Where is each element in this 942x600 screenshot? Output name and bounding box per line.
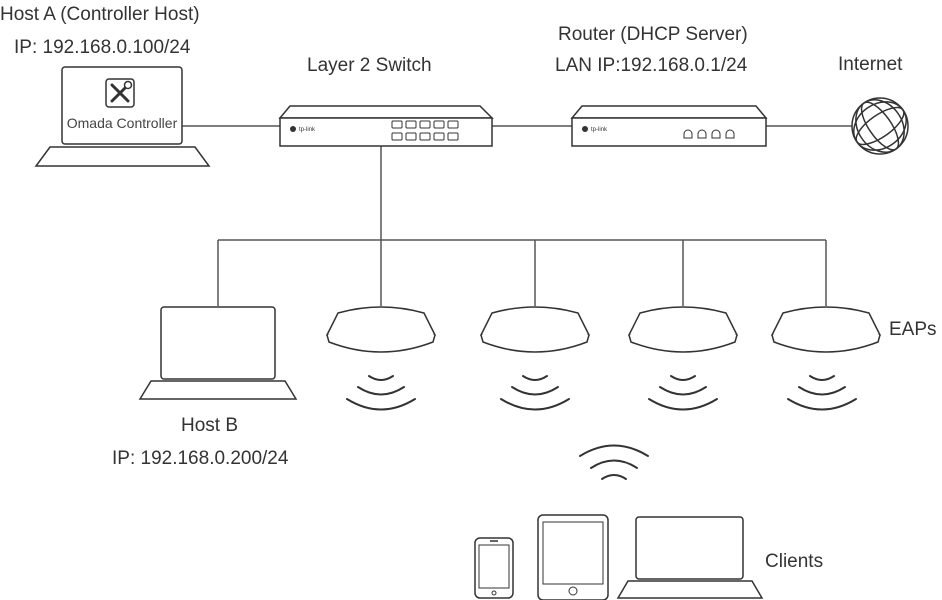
tablet-icon bbox=[537, 514, 609, 600]
laptop-icon bbox=[616, 516, 764, 599]
wifi-waves-icon bbox=[500, 375, 570, 411]
switch-icon: tp-link bbox=[278, 105, 494, 147]
clients-label: Clients bbox=[765, 551, 823, 572]
router-brand: tp-link bbox=[591, 127, 608, 133]
switch-title: Layer 2 Switch bbox=[307, 55, 432, 76]
access-point-icon bbox=[627, 306, 739, 353]
host-b-title: Host B bbox=[181, 415, 238, 436]
host-a-title: Host A (Controller Host) bbox=[0, 4, 200, 25]
host-a-ip: IP: 192.168.0.100/24 bbox=[14, 37, 191, 58]
router-title: Router (DHCP Server) bbox=[558, 24, 748, 45]
access-point-icon bbox=[325, 306, 437, 353]
eaps-label: EAPs bbox=[889, 319, 937, 340]
phone-icon bbox=[474, 537, 514, 599]
switch-ports bbox=[391, 120, 459, 141]
wifi-waves-icon bbox=[787, 375, 857, 411]
router-ip: LAN IP:192.168.0.1/24 bbox=[555, 55, 748, 76]
host-b-ip: IP: 192.168.0.200/24 bbox=[112, 448, 289, 469]
laptop-icon bbox=[138, 306, 298, 400]
wifi-waves-icon bbox=[579, 444, 649, 480]
laptop-icon: Omada Controller bbox=[34, 66, 211, 167]
switch-brand: tp-link bbox=[299, 127, 316, 133]
wifi-waves-icon bbox=[648, 375, 718, 411]
omada-controller-text: Omada Controller bbox=[67, 115, 178, 131]
connection-lines bbox=[180, 125, 852, 306]
access-point-icon bbox=[770, 306, 882, 353]
globe-icon bbox=[851, 97, 909, 155]
tools-icon bbox=[105, 78, 135, 108]
wifi-waves-icon bbox=[346, 375, 416, 411]
router-icon: tp-link bbox=[570, 105, 768, 147]
router-ports bbox=[683, 129, 735, 139]
access-point-icon bbox=[479, 306, 591, 353]
internet-title: Internet bbox=[838, 54, 903, 75]
